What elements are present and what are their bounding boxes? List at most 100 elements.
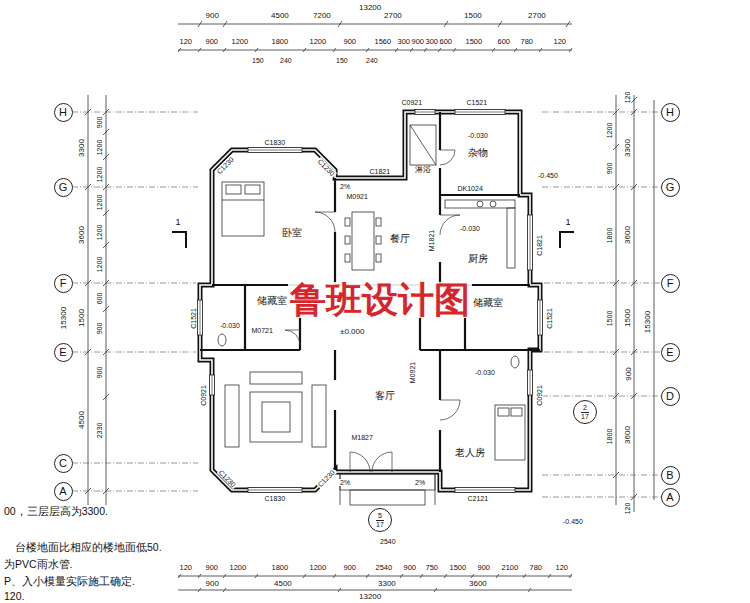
dimension-text: 900 bbox=[606, 161, 613, 175]
node-text: C bbox=[59, 457, 67, 469]
dimension-text: 120 bbox=[624, 90, 631, 104]
dimension-text: 3600 bbox=[78, 225, 86, 245]
dimension-text: C1230 bbox=[315, 468, 336, 489]
note-text: 台楼地面比相应的楼地面低50. bbox=[14, 542, 163, 553]
plan-label: 300 bbox=[397, 38, 412, 46]
plan-label: C1830 bbox=[264, 495, 287, 502]
plan-label: 1 bbox=[175, 218, 182, 227]
dimension-text: 1500 bbox=[624, 308, 632, 328]
axis-bubble: C bbox=[54, 454, 73, 473]
dimension-text: C0921 bbox=[199, 384, 206, 407]
node-text: 餐厅 bbox=[390, 233, 410, 244]
plan-label: 13200 bbox=[358, 4, 382, 12]
note-text: 为PVC雨水管. bbox=[3, 559, 74, 570]
room-label: 老人房 bbox=[453, 446, 487, 459]
plan-label: -0.030 bbox=[219, 322, 241, 329]
node-text: F bbox=[667, 277, 674, 289]
section-symbol: 517 bbox=[368, 508, 392, 532]
plan-label: 150 bbox=[335, 57, 349, 64]
plan-label: 900 bbox=[343, 38, 358, 46]
dimension-text: 1200 bbox=[96, 255, 103, 273]
node-text: A bbox=[59, 485, 66, 497]
node-text: 卧室 bbox=[282, 227, 302, 238]
axis-bubble: A bbox=[661, 488, 680, 507]
axis-bubble: A bbox=[54, 482, 73, 501]
dimension-text: 15300 bbox=[60, 306, 68, 330]
node-text: H bbox=[59, 106, 67, 118]
dimension-text: 3300 bbox=[624, 138, 632, 158]
room-label: 储藏室 bbox=[471, 296, 505, 309]
plan-label: 900 bbox=[205, 38, 220, 46]
axis-bubble: G bbox=[54, 178, 73, 197]
plan-label: 300 bbox=[425, 38, 440, 46]
plan-label: M0921 bbox=[346, 193, 369, 200]
plan-label: 120 bbox=[179, 38, 194, 46]
dimension-text: 1800 bbox=[606, 226, 613, 244]
plan-label: 2700 bbox=[383, 12, 403, 20]
room-label: 厨房 bbox=[466, 252, 490, 265]
dimension-text: C0921 bbox=[535, 384, 542, 407]
node-subtext: 17 bbox=[581, 413, 589, 420]
plan-label: 2700 bbox=[527, 12, 547, 20]
plan-label: 1800 bbox=[271, 38, 290, 46]
plan-label: 150 bbox=[251, 57, 265, 64]
plan-label: 900 bbox=[205, 12, 220, 20]
dimension-text: 3300 bbox=[78, 138, 86, 158]
dimension-text: 600 bbox=[96, 291, 103, 305]
axis-bubble: H bbox=[661, 103, 680, 122]
plan-label: 120 bbox=[179, 564, 194, 572]
plan-label: 900 bbox=[477, 564, 492, 572]
plan-label: 1560 bbox=[374, 38, 393, 46]
dimension-text: 1500 bbox=[78, 308, 86, 328]
plan-label: 900 bbox=[343, 564, 358, 572]
node-text: A bbox=[666, 491, 673, 503]
plan-label: C2121 bbox=[467, 495, 490, 502]
plan-label: 600 bbox=[497, 38, 512, 46]
room-label: 餐厅 bbox=[388, 232, 412, 245]
node-text: B bbox=[666, 469, 673, 481]
plan-label: 2% bbox=[339, 479, 351, 486]
plan-label: 2540 bbox=[379, 538, 397, 545]
node-text: G bbox=[666, 181, 675, 193]
plan-label: C1821 bbox=[369, 168, 392, 175]
node-text: 杂物 bbox=[468, 147, 488, 158]
axis-bubble: E bbox=[54, 343, 73, 362]
dimension-text: 4500 bbox=[78, 410, 86, 430]
plan-label: 4500 bbox=[270, 12, 290, 20]
node-text: 储藏室 bbox=[257, 295, 287, 306]
plan-label: C0921 bbox=[401, 99, 424, 106]
node-text: 2 bbox=[581, 404, 589, 413]
plan-label: 750 bbox=[425, 564, 440, 572]
node-text: 储藏室 bbox=[473, 297, 503, 308]
axis-bubble: B bbox=[661, 466, 680, 485]
node-text: F bbox=[60, 277, 67, 289]
node-text: E bbox=[666, 346, 673, 358]
plan-label: 1 bbox=[565, 218, 572, 227]
dimension-text: 15300 bbox=[644, 310, 652, 334]
plan-label: 120 bbox=[553, 38, 568, 46]
dimension-text: 900 bbox=[624, 366, 632, 381]
plan-label: 1200 bbox=[229, 564, 248, 572]
plan-label: 900 bbox=[403, 564, 418, 572]
dimension-text: 3600 bbox=[624, 425, 632, 445]
plan-label: 2100 bbox=[501, 564, 520, 572]
dimension-text: C1821 bbox=[535, 234, 542, 257]
node-text: E bbox=[59, 346, 66, 358]
plan-label: 4500 bbox=[273, 580, 293, 588]
plan-label: 2% bbox=[414, 479, 426, 486]
plan-label: 1500 bbox=[463, 12, 483, 20]
axis-bubble: D bbox=[661, 387, 680, 406]
node-text: D bbox=[666, 390, 674, 402]
dimension-text: M1821 bbox=[428, 228, 435, 251]
plan-label: 900 bbox=[205, 564, 220, 572]
plan-label: -0.030 bbox=[474, 369, 496, 376]
room-label: 客厅 bbox=[373, 389, 397, 402]
plan-label: 900 bbox=[205, 580, 220, 588]
plan-label: 1500 bbox=[465, 38, 484, 46]
dimension-text: 1800 bbox=[606, 427, 613, 445]
dimension-text: 1200 bbox=[96, 165, 103, 183]
plan-label: 3600 bbox=[468, 580, 488, 588]
plan-label: 1200 bbox=[309, 38, 328, 46]
room-label: 卧室 bbox=[280, 226, 304, 239]
plan-label: DK1024 bbox=[457, 185, 484, 192]
